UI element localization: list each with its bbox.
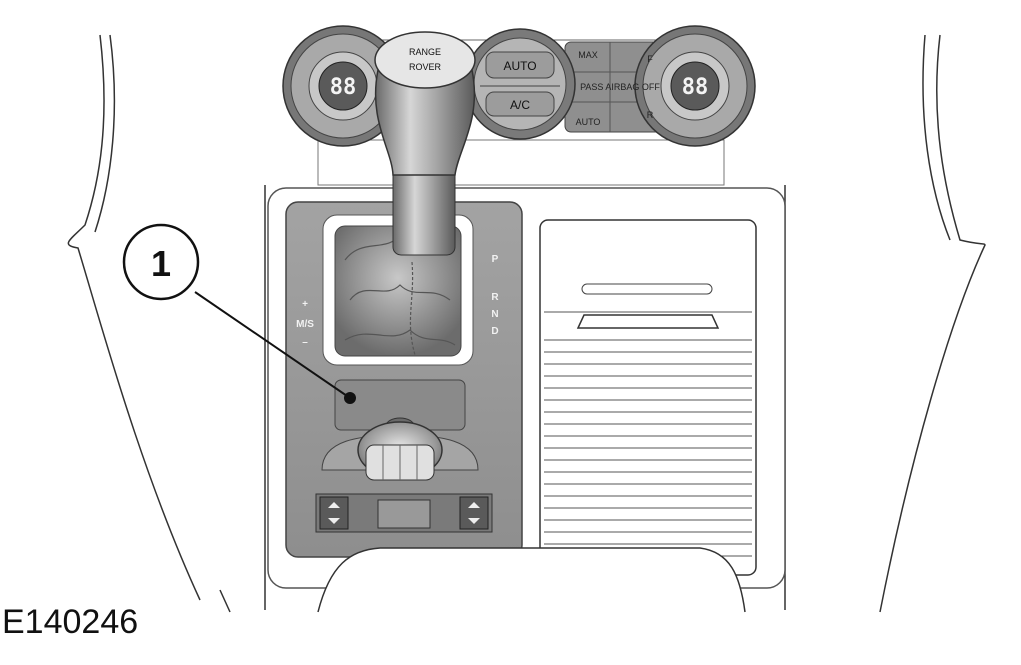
knob-brand-top: RANGE (409, 47, 441, 57)
gear-selector-lever[interactable]: RANGE ROVER (374, 31, 476, 256)
climate-buttons: MAX F PASS AIRBAG OFF AUTO R (576, 50, 661, 127)
gear-d-label: D (491, 326, 498, 337)
storage-compartment (539, 219, 757, 576)
gear-position-indicator: P R N D (491, 254, 499, 337)
terrain-response-dial[interactable] (357, 421, 443, 481)
compartment-handle[interactable] (576, 314, 720, 329)
rear-defrost-label: R (647, 110, 654, 120)
manual-minus-label: – (302, 337, 308, 348)
left-temperature-dial[interactable]: 88 (282, 25, 404, 147)
right-rocker-switch[interactable] (459, 496, 489, 530)
max-defrost-label: MAX (578, 50, 598, 60)
auto-button[interactable] (485, 51, 555, 79)
roller-shutter (544, 311, 752, 557)
recirc-auto-label: AUTO (576, 117, 601, 127)
hill-descent-button[interactable] (377, 499, 431, 529)
manual-plus-label: + (302, 299, 308, 310)
airbag-indicator-label: PASS AIRBAG OFF (580, 82, 660, 92)
right-temperature-dial[interactable]: 88 (634, 25, 756, 147)
terrain-response-area (321, 379, 479, 481)
down-arrow-icon (328, 518, 340, 524)
callout-number: 1 (151, 243, 171, 284)
ac-button-label: A/C (510, 98, 530, 112)
armrest (317, 547, 746, 613)
right-temperature-display: 88 (682, 75, 709, 100)
callout-1: 1 (122, 223, 351, 399)
left-rocker-switch[interactable] (319, 496, 349, 530)
manual-mode-indicator: + M/S – (296, 299, 314, 348)
gear-p-label: P (492, 254, 499, 265)
front-defrost-label: F (647, 54, 653, 64)
down-arrow-icon (468, 518, 480, 524)
gear-r-label: R (491, 292, 499, 303)
knob-brand-bottom: ROVER (409, 62, 442, 72)
ac-button[interactable] (485, 91, 555, 117)
bottom-switch-row (315, 493, 493, 533)
fan-speed-dial[interactable]: AUTO A/C (464, 28, 576, 140)
figure-id: E140246 (2, 603, 139, 641)
up-arrow-icon (468, 502, 480, 508)
callout-circle (122, 223, 200, 301)
up-arrow-icon (328, 502, 340, 508)
callout-leader-line (194, 291, 351, 399)
left-temperature-display: 88 (330, 75, 357, 100)
gear-n-label: N (491, 309, 498, 320)
auto-button-label: AUTO (503, 59, 536, 73)
manual-ms-label: M/S (296, 319, 314, 330)
